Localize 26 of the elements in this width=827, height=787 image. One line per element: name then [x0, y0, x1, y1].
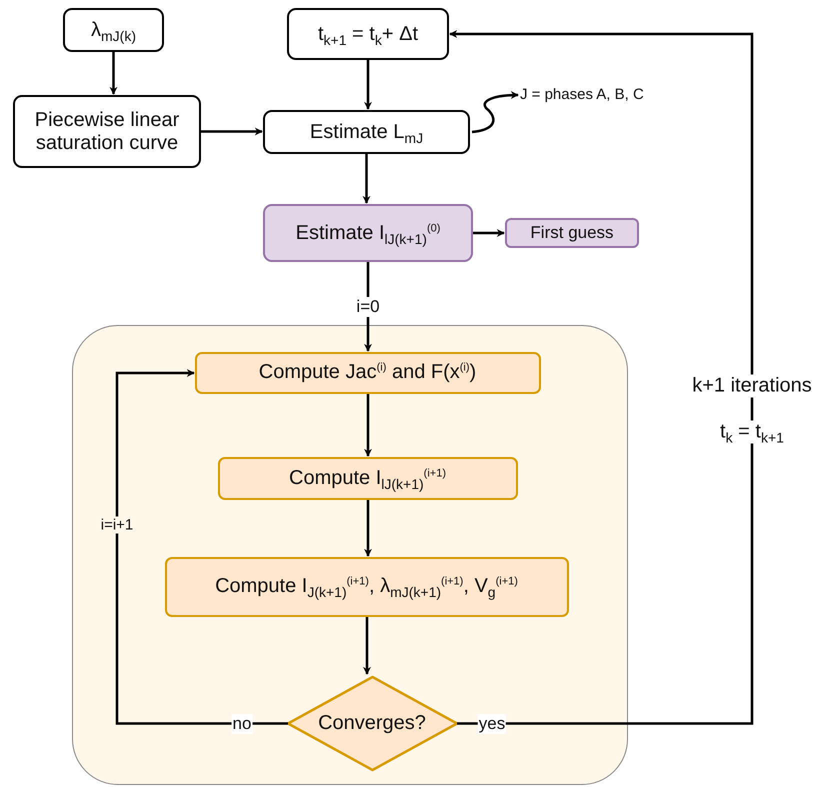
output-box: First guess	[505, 218, 639, 248]
arrow	[116, 369, 288, 725]
arrow	[364, 60, 372, 110]
annotation-text: k+1 iterations	[691, 374, 813, 398]
loop-region	[72, 325, 628, 785]
arrow	[363, 617, 371, 675]
arrow	[364, 394, 372, 457]
process-box: Compute Jac$^{(i)}$ and F(x$^{(i)}$)	[194, 352, 540, 394]
decision-diamond: Converges?	[284, 674, 460, 772]
arrow	[473, 229, 505, 237]
arrow	[110, 52, 118, 95]
annotation-text: t$_{k}$ = t$_{k+1}$	[719, 420, 785, 444]
process-box: Estimate L$_{mJ}$	[263, 110, 470, 154]
note-text: J = phases A, B, C	[520, 86, 644, 104]
edge-label: i=0	[355, 297, 381, 317]
curved-arrow	[472, 91, 519, 134]
edge-label: yes	[478, 714, 506, 734]
edge-label: no	[232, 714, 252, 734]
process-box: λ$_{mJ(k)}$	[63, 8, 164, 52]
process-box: t$_{k+1}$ = t$_{k}$+ Δt	[287, 8, 449, 60]
arrow	[364, 500, 372, 557]
arrow	[201, 128, 263, 136]
annotation-text: i=i+1	[100, 516, 134, 534]
arrow	[362, 154, 370, 204]
arrow	[449, 30, 754, 725]
process-box: Piecewise linear saturation curve	[13, 95, 201, 168]
